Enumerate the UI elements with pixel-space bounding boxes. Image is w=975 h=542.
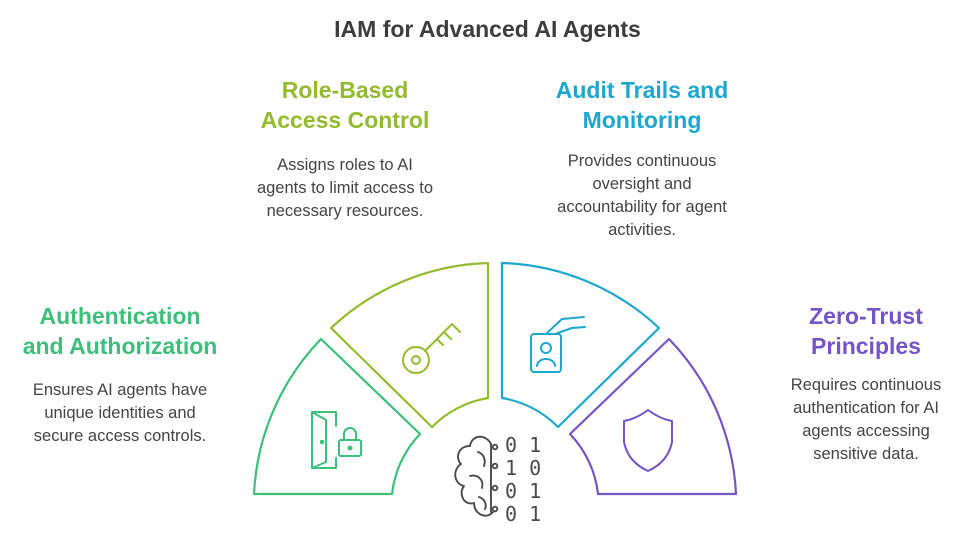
segment-zerotrust bbox=[568, 337, 738, 496]
binary-row-4: 0 1 bbox=[505, 502, 541, 526]
id-badge-hand-icon bbox=[530, 316, 586, 373]
key-icon bbox=[402, 323, 461, 374]
desc-audit: Provides continuous oversight and accoun… bbox=[557, 152, 727, 239]
binary-row-1: 0 1 bbox=[505, 433, 541, 457]
page-title: IAM for Advanced AI Agents bbox=[334, 16, 641, 42]
shield-icon bbox=[623, 409, 673, 472]
binary-digits: 0 1 1 0 0 1 0 1 bbox=[505, 433, 541, 526]
desc-auth: Ensures AI agents have unique identities… bbox=[32, 381, 208, 445]
segment-rbac bbox=[329, 261, 490, 429]
segment-auth bbox=[252, 337, 422, 496]
heading-audit: Audit Trails and Monitoring bbox=[555, 77, 729, 133]
binary-row-3: 0 1 bbox=[505, 479, 541, 503]
door-lock-icon bbox=[311, 411, 362, 469]
desc-rbac: Assigns roles to AI agents to limit acce… bbox=[256, 156, 434, 220]
brain-binary-icon bbox=[454, 435, 499, 517]
binary-row-2: 1 0 bbox=[505, 456, 541, 480]
heading-zerotrust: Zero-Trust Principles bbox=[809, 303, 923, 359]
heading-rbac: Role-Based Access Control bbox=[260, 77, 430, 133]
heading-auth: Authentication and Authorization bbox=[22, 303, 218, 359]
segment-audit bbox=[500, 261, 661, 429]
desc-zerotrust: Requires continuous authentication for A… bbox=[790, 376, 942, 463]
